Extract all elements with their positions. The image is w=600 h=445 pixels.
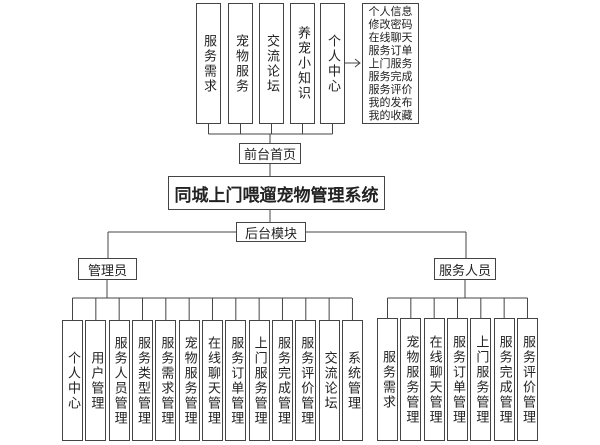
front-module-node-label: 服务需求 — [201, 33, 216, 94]
admin-module-node-label: 服务需求管理 — [158, 335, 174, 426]
front-module-node-label: 宠物服务 — [233, 33, 248, 94]
admin-module-node: 上门服务管理 — [248, 320, 270, 441]
personal-center-item: 服务完成 — [368, 70, 413, 83]
admin-module-node: 个人中心 — [62, 320, 83, 441]
front-module-node-label: 养宠小知识 — [295, 26, 310, 101]
staff-module-node: 服务完成管理 — [493, 318, 515, 441]
admin-module-node: 宠物服务管理 — [178, 320, 200, 441]
admin-module-node: 服务订单管理 — [225, 320, 247, 441]
front-module-node: 个人中心 — [320, 3, 345, 124]
staff-module-node: 宠物服务管理 — [400, 318, 422, 441]
backend-label: 后台模块 — [244, 226, 297, 242]
admin-module-node: 服务需求管理 — [155, 320, 177, 441]
admin-module-node: 在线聊天管理 — [201, 320, 223, 441]
front-module-node: 养宠小知识 — [290, 3, 315, 124]
personal-center-item: 在线聊天 — [368, 31, 413, 44]
admin-module-node-label: 服务人员管理 — [111, 335, 127, 426]
system-title-node: 同城上门喂遛宠物管理系统 — [168, 176, 385, 210]
admin-module-node: 服务评价管理 — [295, 320, 317, 441]
staff-module-node-label: 服务需求 — [380, 349, 395, 410]
staff-module-node-label: 服务完成管理 — [496, 334, 512, 425]
admin-module-node-label: 服务订单管理 — [228, 335, 244, 426]
admin-module-node-label: 宠物服务管理 — [181, 335, 197, 426]
personal-center-items-node: 个人信息修改密码在线聊天服务订单上门服务服务完成服务评价我的发布我的收藏 — [362, 3, 419, 124]
staff-node: 服务人员 — [434, 258, 496, 280]
front-module-node: 服务需求 — [196, 3, 221, 124]
front-module-node: 宠物服务 — [228, 3, 253, 124]
front-home-label: 前台首页 — [243, 148, 296, 163]
personal-center-item: 上门服务 — [368, 57, 413, 70]
system-title: 同城上门喂遛宠物管理系统 — [174, 185, 379, 206]
backend-node: 后台模块 — [236, 222, 306, 242]
admin-module-node-label: 在线聊天管理 — [204, 335, 220, 426]
admin-module-node-label: 个人中心 — [65, 350, 80, 411]
front-module-node-label: 交流论坛 — [264, 33, 279, 94]
admin-module-node-label: 用户管理 — [88, 350, 104, 411]
personal-center-item: 我的发布 — [368, 96, 413, 109]
staff-module-node-label: 宠物服务管理 — [403, 334, 419, 425]
staff-module-node-label: 上门服务管理 — [473, 334, 489, 425]
admin-module-node-label: 服务类型管理 — [134, 335, 150, 426]
staff-module-node: 上门服务管理 — [470, 318, 492, 441]
admin-module-node-label: 服务完成管理 — [274, 335, 290, 426]
staff-module-node-label: 在线聊天管理 — [426, 334, 442, 425]
staff-module-node-label: 服务订单管理 — [449, 334, 465, 425]
admin-module-node: 服务完成管理 — [271, 320, 293, 441]
admin-label: 管理员 — [87, 263, 127, 279]
staff-module-node: 服务订单管理 — [446, 318, 468, 441]
personal-center-item: 我的收藏 — [368, 109, 413, 122]
admin-module-node-label: 系统管理 — [344, 350, 360, 411]
staff-label: 服务人员 — [438, 263, 491, 279]
front-module-node: 交流论坛 — [259, 3, 284, 124]
staff-module-node-label: 服务评价管理 — [519, 334, 535, 425]
arrow-right-icon — [354, 58, 361, 68]
staff-module-node: 服务评价管理 — [516, 318, 538, 441]
personal-center-item: 服务评价 — [368, 83, 413, 96]
admin-module-node: 交流论坛 — [318, 320, 340, 441]
admin-module-node-label: 交流论坛 — [321, 350, 337, 411]
personal-center-item: 服务订单 — [368, 44, 413, 57]
front-home-node: 前台首页 — [239, 143, 301, 164]
admin-module-node: 用户管理 — [85, 320, 107, 441]
admin-module-node: 服务类型管理 — [131, 320, 153, 441]
admin-module-node: 服务人员管理 — [108, 320, 130, 441]
admin-module-node-label: 服务评价管理 — [298, 335, 314, 426]
admin-module-node-label: 上门服务管理 — [251, 335, 267, 426]
staff-module-node: 在线聊天管理 — [423, 318, 445, 441]
personal-center-item: 修改密码 — [368, 18, 413, 31]
personal-center-item: 个人信息 — [368, 5, 413, 18]
admin-node: 管理员 — [78, 258, 137, 280]
staff-module-node: 服务需求 — [377, 318, 398, 441]
admin-module-node: 系统管理 — [341, 320, 363, 441]
front-module-node-label: 个人中心 — [325, 33, 340, 94]
